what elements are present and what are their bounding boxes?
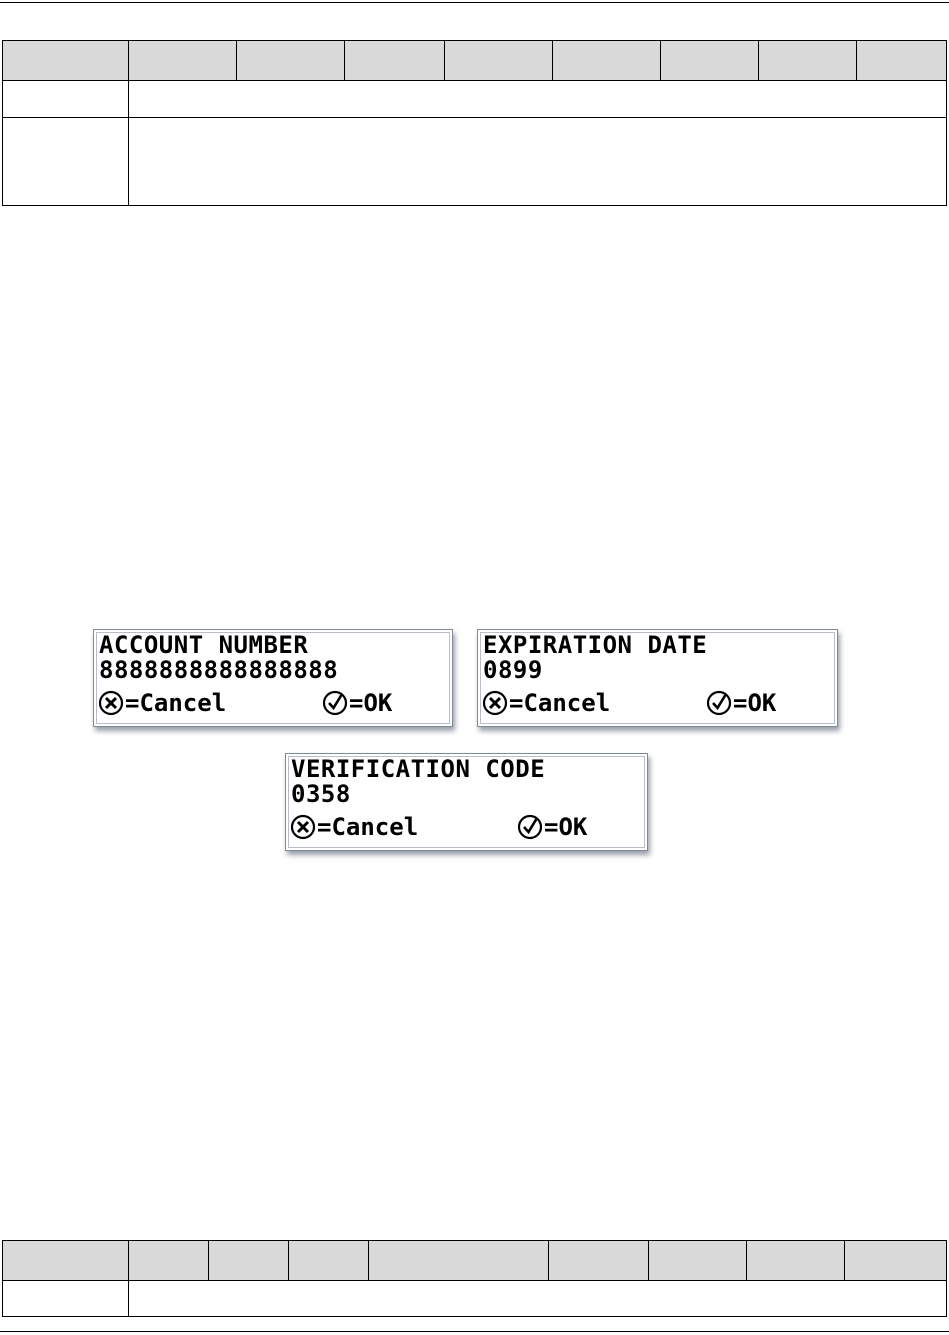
table-header-cell	[2, 40, 129, 81]
ok-label: =OK	[733, 689, 777, 717]
table-header-cell	[552, 40, 661, 81]
ok-label: =OK	[544, 813, 588, 841]
footer-rule	[0, 1331, 949, 1332]
table-header-cell	[2, 1240, 129, 1281]
checkmark-circle-icon	[517, 814, 544, 840]
screen-value: 8888888888888888	[99, 656, 339, 684]
screen-value: 0358	[291, 780, 351, 808]
top-table	[2, 40, 947, 206]
screen-title: ACCOUNT NUMBER	[99, 631, 309, 659]
lcd-screen-account-number: ACCOUNT NUMBER 8888888888888888 =Cancel …	[93, 629, 453, 727]
table-cell	[2, 80, 129, 118]
table-row	[2, 80, 947, 118]
cancel-label: =Cancel	[125, 689, 227, 717]
table-header-cell	[548, 1240, 649, 1281]
screen-value: 0899	[483, 656, 543, 684]
table-header-cell	[746, 1240, 845, 1281]
table-header-cell	[758, 40, 857, 81]
cancel-button[interactable]: =Cancel	[290, 813, 418, 841]
table-header-cell	[648, 1240, 747, 1281]
ok-button[interactable]: =OK	[517, 813, 587, 841]
cancel-button[interactable]: =Cancel	[98, 689, 226, 717]
lcd-screen-expiration-date: EXPIRATION DATE 0899 =Cancel =OK	[477, 629, 838, 727]
table-cell	[128, 1280, 947, 1317]
checkmark-circle-icon	[322, 690, 349, 716]
bottom-table	[2, 1240, 947, 1317]
table-header-row	[2, 1240, 947, 1281]
ok-button[interactable]: =OK	[322, 689, 392, 717]
cancel-label: =Cancel	[317, 813, 419, 841]
cancel-x-circle-icon	[290, 814, 317, 840]
table-header-cell	[344, 40, 445, 81]
table-header-row	[2, 40, 947, 81]
table-cell	[2, 1280, 129, 1317]
cancel-button[interactable]: =Cancel	[482, 689, 610, 717]
lcd-screen-verification-code: VERIFICATION CODE 0358 =Cancel =OK	[285, 753, 648, 851]
ok-label: =OK	[349, 689, 393, 717]
table-cell	[128, 117, 947, 206]
cancel-label: =Cancel	[509, 689, 611, 717]
table-cell	[128, 80, 947, 118]
table-row	[2, 1280, 947, 1317]
table-header-cell	[208, 1240, 289, 1281]
table-header-cell	[288, 1240, 369, 1281]
cancel-x-circle-icon	[482, 690, 509, 716]
screen-title: VERIFICATION CODE	[291, 755, 546, 783]
table-header-cell	[856, 40, 947, 81]
table-header-cell	[660, 40, 759, 81]
header-rule	[0, 2, 949, 3]
checkmark-circle-icon	[706, 690, 733, 716]
table-header-cell	[844, 1240, 947, 1281]
table-row	[2, 117, 947, 206]
table-header-cell	[368, 1240, 549, 1281]
ok-button[interactable]: =OK	[706, 689, 776, 717]
table-header-cell	[236, 40, 345, 81]
cancel-x-circle-icon	[98, 690, 125, 716]
screen-title: EXPIRATION DATE	[483, 631, 708, 659]
table-header-cell	[128, 1240, 209, 1281]
table-header-cell	[444, 40, 553, 81]
table-header-cell	[128, 40, 237, 81]
table-cell	[2, 117, 129, 206]
